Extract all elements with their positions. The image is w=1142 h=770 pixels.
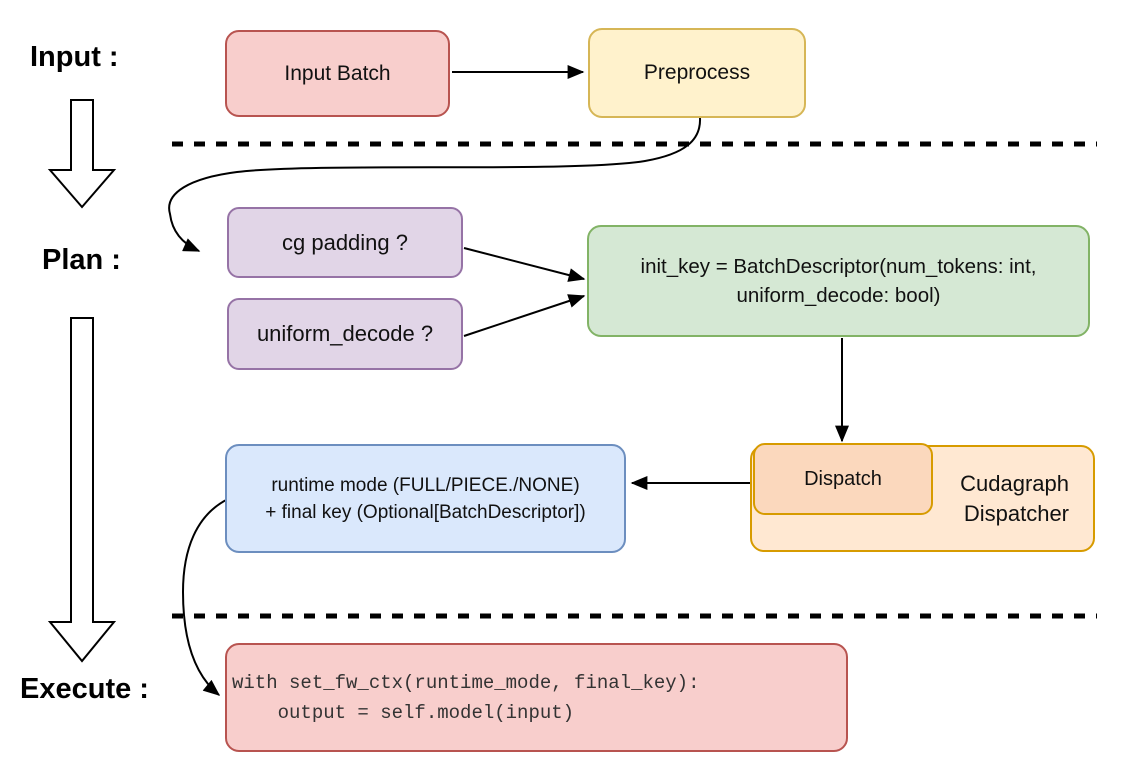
execute-stage-label: Execute : [20,673,149,705]
execute-code-line2: output = self.model(input) [232,701,575,724]
cudagraph-dispatcher-line2: Dispatcher [963,500,1069,526]
hollow-arrow-input-to-plan [47,99,117,209]
cudagraph-dispatcher-line1: Cudagraph [960,470,1069,496]
dispatch-node: Dispatch [753,443,933,515]
execute-code-node: with set_fw_ctx(runtime_mode, final_key)… [225,643,848,752]
input-batch-label: Input Batch [284,61,391,85]
init-key-line1: init_key = BatchDescriptor(num_tokens: i… [640,255,1037,278]
arrow-cg-padding-to-init-key [463,247,586,282]
init-key-node: init_key = BatchDescriptor(num_tokens: i… [587,225,1090,337]
input-stage-label: Input : [30,41,119,73]
dispatch-label: Dispatch [804,467,882,490]
arrow-runtime-result-to-execute-code [181,498,229,696]
input-batch-node: Input Batch [225,30,450,117]
runtime-result-line1: runtime mode (FULL/PIECE./NONE) [271,474,580,496]
execute-code-line1: with set_fw_ctx(runtime_mode, final_key)… [232,671,700,694]
uniform-decode-label: uniform_decode ? [256,321,434,346]
runtime-result-line2: + final key (Optional[BatchDescriptor]) [265,501,586,523]
arrow-preprocess-to-cg-padding [168,117,702,252]
runtime-result-node: runtime mode (FULL/PIECE./NONE) + final … [225,444,626,553]
uniform-decode-node: uniform_decode ? [227,298,463,370]
plan-stage-label: Plan : [42,244,121,276]
init-key-line2: uniform_decode: bool) [736,284,941,307]
preprocess-label: Preprocess [643,61,751,84]
arrow-uniform-decode-to-init-key [463,294,586,337]
cg-padding-node: cg padding ? [227,207,463,278]
cg-padding-label: cg padding ? [282,229,408,255]
hollow-arrow-plan-to-execute [47,317,117,663]
preprocess-node: Preprocess [588,28,806,118]
